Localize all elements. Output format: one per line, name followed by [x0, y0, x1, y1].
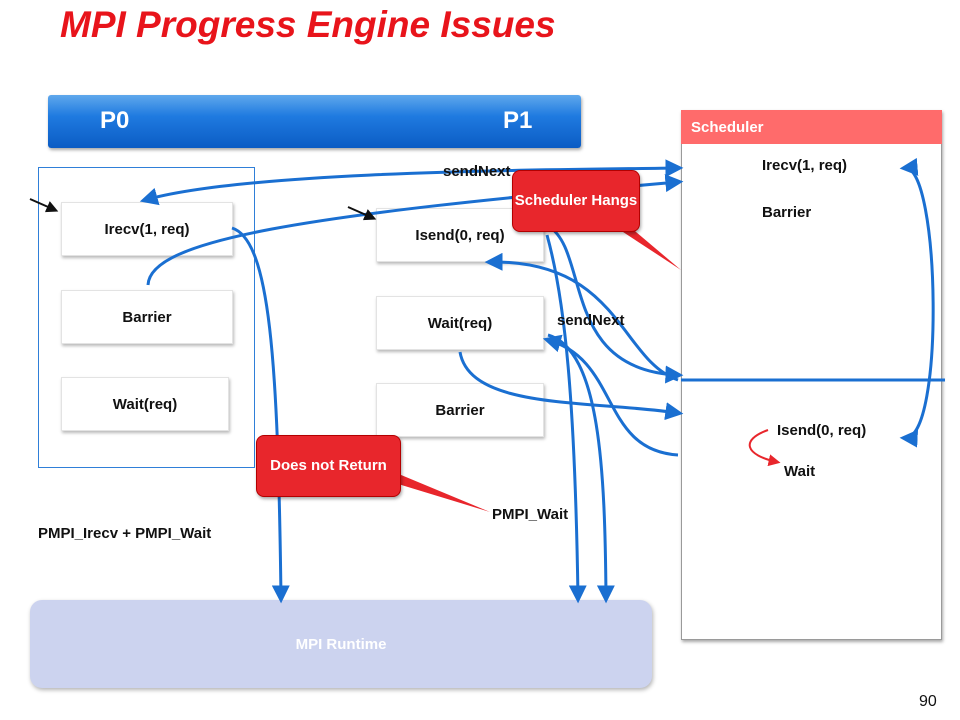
label-send-next-top: sendNext — [443, 163, 511, 180]
scheduler-panel — [681, 110, 942, 640]
arrow-scheduler-cycle — [899, 158, 935, 448]
arrow-left-pointer-p1 — [347, 206, 377, 221]
process-bar: P0 P1 — [48, 95, 581, 148]
page-number: 90 — [919, 693, 937, 710]
p1-label: P1 — [503, 107, 533, 134]
arrow-wait-to-scheduler — [458, 351, 684, 421]
arrow-scheduler-to-isend — [484, 252, 679, 382]
scheduler-line-isend: Isend(0, req) — [777, 422, 867, 439]
arrow-isend-to-wait-red — [748, 429, 781, 467]
p0-label: P0 — [100, 107, 130, 134]
arrow-isend-to-runtime — [545, 234, 587, 604]
p0-barrier-box: Barrier — [61, 290, 233, 344]
p1-barrier-box: Barrier — [376, 383, 544, 437]
callout-does-not-return: Does not Return — [256, 435, 401, 497]
scheduler-line-wait: Wait — [784, 463, 816, 480]
p0-wait-box: Wait(req) — [61, 377, 229, 431]
slide-title: MPI Progress Engine Issues — [60, 4, 556, 45]
scheduler-line-barrier: Barrier — [762, 204, 812, 221]
arrow-isend-to-scheduler — [547, 224, 684, 384]
arrow-scheduler-to-wait — [542, 334, 679, 457]
label-send-next-mid: sendNext — [557, 312, 625, 329]
p1-wait-box: Wait(req) — [376, 296, 544, 350]
label-pmpi-irecv-wait: PMPI_Irecv + PMPI_Wait — [38, 525, 212, 542]
scheduler-header: Scheduler — [681, 110, 942, 144]
arrow-left-pointer-p0 — [29, 198, 59, 213]
arrow-irecv-to-scheduler — [139, 159, 684, 206]
callout-scheduler-hangs: Scheduler Hangs — [512, 170, 640, 232]
label-pmpi-wait: PMPI_Wait — [492, 506, 569, 523]
scheduler-line-irecv: Irecv(1, req) — [762, 157, 848, 174]
arrow-irecv-to-runtime — [231, 226, 290, 604]
mpi-runtime: MPI Runtime — [30, 600, 652, 688]
